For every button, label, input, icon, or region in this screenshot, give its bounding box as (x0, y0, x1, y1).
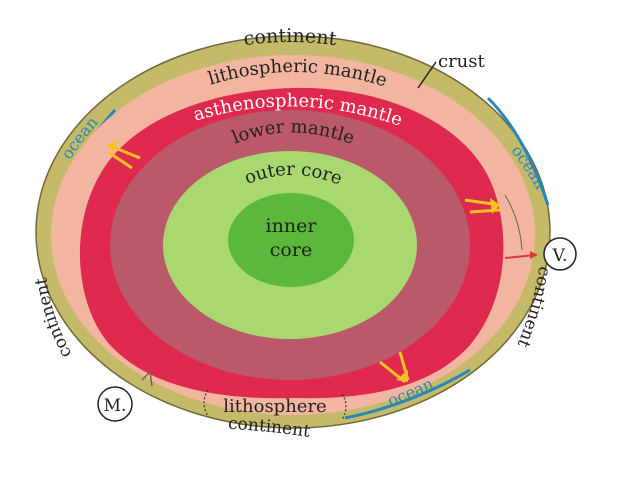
label-continent-top: continent (242, 25, 338, 50)
ocean-strip-bottom (344, 368, 471, 420)
label-crust: crust (438, 51, 486, 72)
convection-arrow-right (464, 198, 501, 214)
label-marker-v: V. (552, 246, 568, 266)
subducting-slab-edge (504, 194, 523, 251)
ocean-strip-right (486, 96, 550, 206)
inner-core-layer (228, 193, 354, 287)
convection-arrow-bottom (379, 351, 410, 384)
crust-pointer-line (417, 61, 437, 89)
marker-v-circle (543, 237, 577, 271)
label-inner-core-line1: inner (266, 215, 318, 237)
label-marker-m: M. (104, 396, 127, 416)
rift-notch (141, 370, 153, 387)
convection-arrow-left (107, 140, 141, 170)
v-pointer-arrowhead (530, 251, 538, 259)
label-lithosphere: lithosphere (223, 396, 326, 417)
lithosphere-bracket-right (341, 393, 347, 421)
marker-m-circle (97, 386, 133, 422)
label-inner-core-line2: core (270, 239, 312, 261)
lithosphere-bracket-left (203, 389, 209, 417)
